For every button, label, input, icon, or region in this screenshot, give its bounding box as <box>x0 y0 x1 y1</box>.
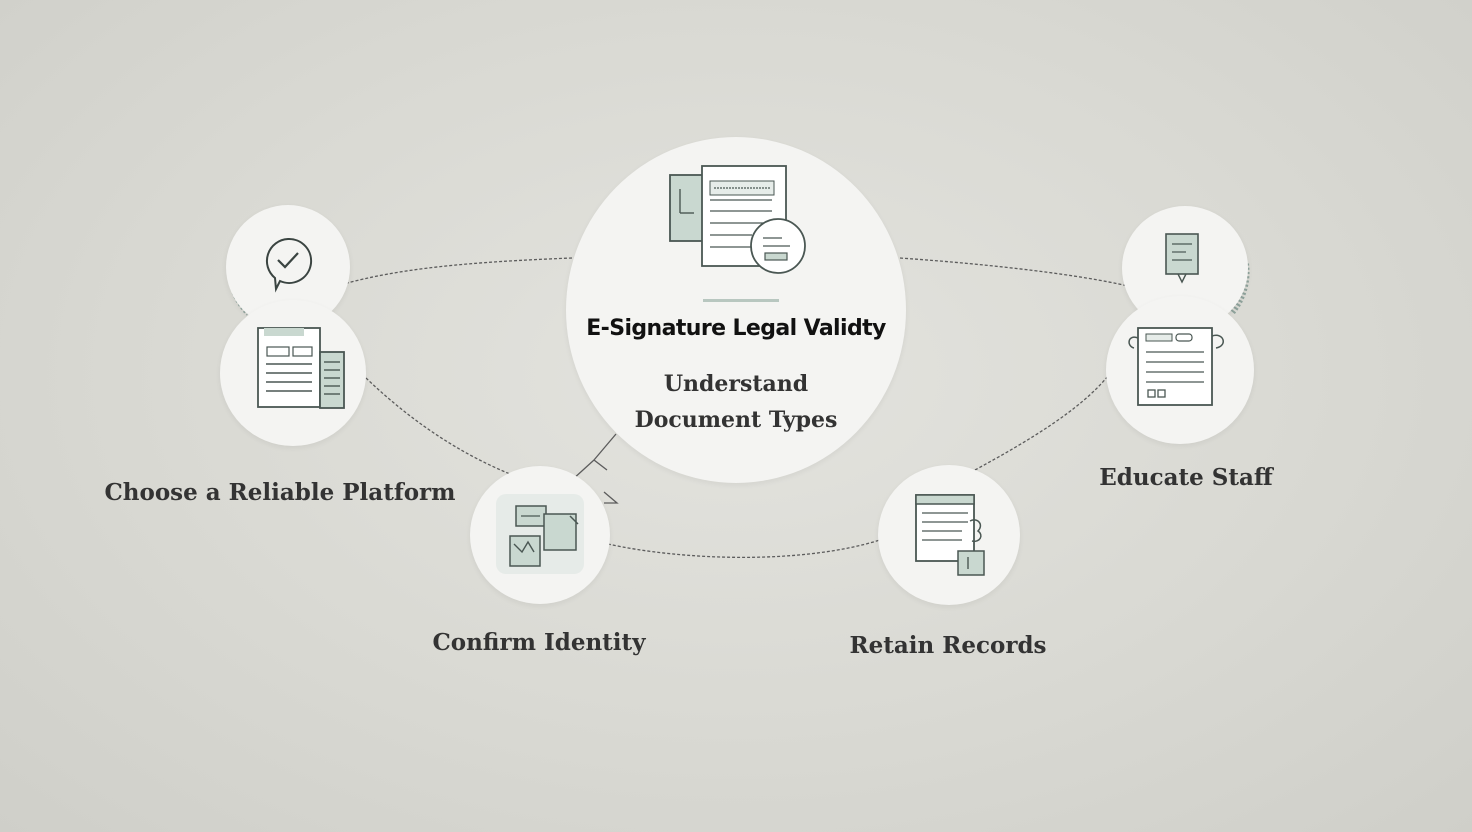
center-divider <box>703 299 779 302</box>
connector-confirm-to-retain <box>607 539 881 558</box>
center-title: E-Signature Legal Validty <box>586 316 886 341</box>
choose-platform-node <box>220 300 366 446</box>
center-subtitle-line1: Understand <box>663 371 809 397</box>
form-document-icon <box>257 327 345 409</box>
educate-staff-node <box>1106 296 1254 444</box>
document-signature-icon <box>669 165 806 274</box>
label-confirm-identity: Confirm Identity <box>432 629 646 656</box>
identity-card-icon <box>496 494 584 574</box>
connector-center-to-educate <box>899 257 1129 287</box>
training-document-icon <box>1128 327 1224 406</box>
retain-records-node <box>878 465 1020 605</box>
label-choose-platform: Choose a Reliable Platform <box>104 479 456 506</box>
connector-choose-to-confirm <box>365 377 521 479</box>
confirm-identity-node <box>470 466 610 604</box>
record-archive-icon <box>915 494 985 576</box>
checkmark-bubble-icon <box>265 237 313 293</box>
center-subtitle: Understand Document Types <box>566 366 906 438</box>
note-pin-icon <box>1165 233 1199 284</box>
connector-center-to-choose <box>339 257 573 286</box>
center-node <box>566 137 906 483</box>
center-subtitle-line2: Document Types <box>634 407 838 433</box>
label-educate-staff: Educate Staff <box>1099 464 1273 491</box>
connector-retain-to-educate <box>974 375 1109 471</box>
label-retain-records: Retain Records <box>849 632 1047 659</box>
